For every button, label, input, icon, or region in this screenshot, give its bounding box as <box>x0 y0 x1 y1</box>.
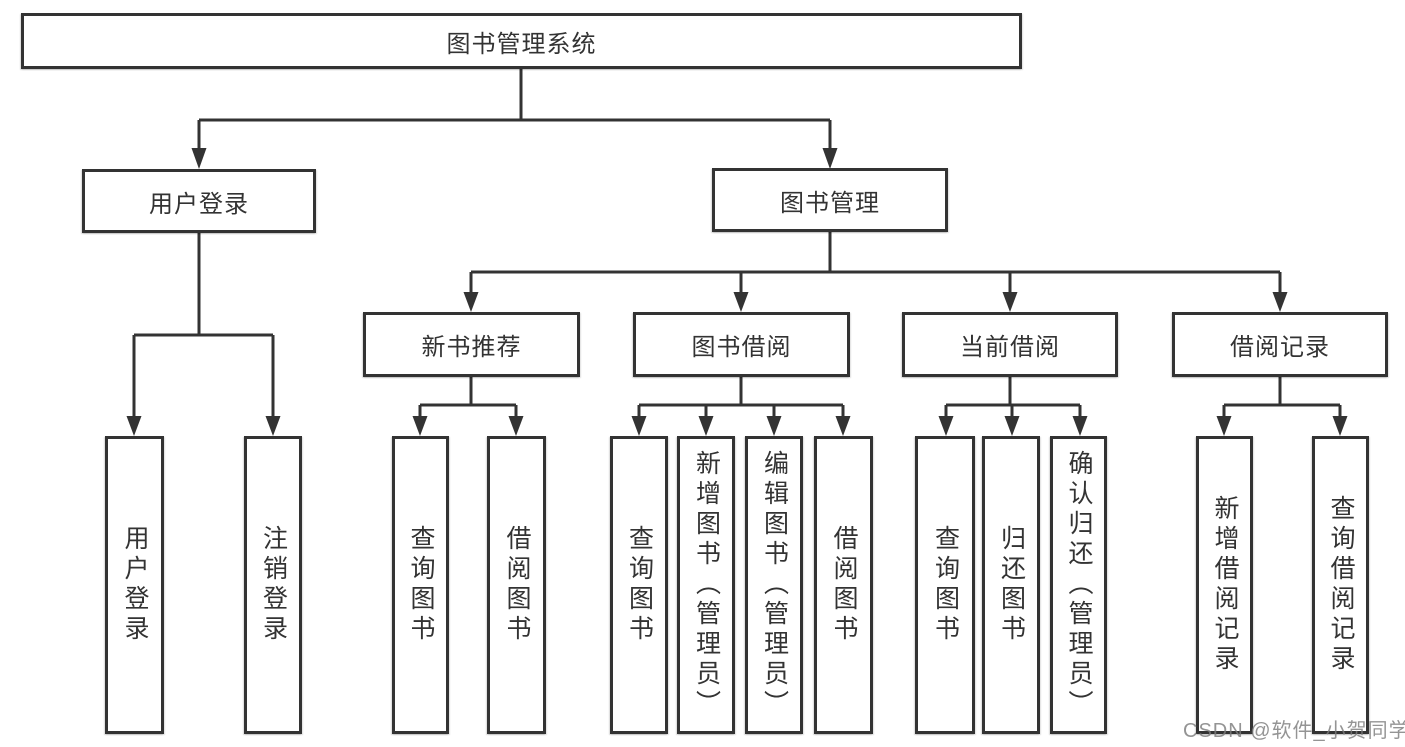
leaf-borrow-books-recommend: 借阅图书 <box>487 436 546 734</box>
tree-edges <box>132 69 1342 416</box>
arrowhead-down-icon <box>698 416 714 436</box>
node-book-management: 图书管理 <box>712 168 948 232</box>
leaf-confirm-return-admin: 确认归还（管理员） <box>1050 436 1107 734</box>
node-new-book-recommend: 新书推荐 <box>363 312 580 377</box>
node-borrow-record: 借阅记录 <box>1172 312 1388 377</box>
leaf-add-books-admin-label: 新增图书（管理员） <box>692 450 721 720</box>
leaf-return-books-label: 归还图书 <box>997 525 1026 645</box>
arrowhead-down-icon <box>766 416 782 436</box>
arrowhead-down-icon <box>265 416 281 436</box>
node-book-borrow: 图书借阅 <box>633 312 850 377</box>
arrowhead-down-icon <box>938 416 954 436</box>
leaf-query-borrow-record: 查询借阅记录 <box>1312 436 1369 734</box>
leaf-query-books-borrow-label: 查询图书 <box>625 525 654 645</box>
leaf-borrow-books-label: 借阅图书 <box>830 525 858 645</box>
leaf-add-books-admin: 新增图书（管理员） <box>677 436 735 734</box>
leaf-logout-label: 注销登录 <box>259 525 288 645</box>
arrowhead-down-icon <box>1332 416 1348 436</box>
leaf-add-borrow-record-label: 新增借阅记录 <box>1211 495 1239 675</box>
leaf-return-books: 归还图书 <box>982 436 1040 734</box>
node-user-login: 用户登录 <box>82 169 316 233</box>
arrowhead-down-icon <box>463 292 479 312</box>
leaf-query-books-current-label: 查询图书 <box>931 525 960 645</box>
leaf-edit-books-admin-label: 编辑图书（管理员） <box>760 450 789 720</box>
leaf-add-borrow-record: 新增借阅记录 <box>1196 436 1253 734</box>
arrowhead-down-icon <box>733 292 749 312</box>
leaf-borrow-books-recommend-label: 借阅图书 <box>503 525 531 645</box>
arrowhead-down-icon <box>1216 416 1232 436</box>
leaf-user-login-label: 用户登录 <box>121 525 149 645</box>
leaf-edit-books-admin: 编辑图书（管理员） <box>745 436 803 734</box>
arrowhead-down-icon <box>191 148 207 169</box>
arrowhead-down-icon <box>1272 292 1288 312</box>
node-current-borrow: 当前借阅 <box>902 312 1118 377</box>
leaf-borrow-books: 借阅图书 <box>814 436 873 734</box>
leaf-user-login: 用户登录 <box>105 436 164 734</box>
arrowhead-down-icon <box>508 416 524 436</box>
arrowheads <box>126 148 1348 436</box>
arrowhead-down-icon <box>1004 416 1020 436</box>
arrowhead-down-icon <box>126 416 142 436</box>
leaf-logout: 注销登录 <box>244 436 302 734</box>
csdn-watermark: CSDN @软件_小贺同学 <box>1183 720 1405 742</box>
arrowhead-down-icon <box>1072 416 1088 436</box>
arrowhead-down-icon <box>822 148 838 169</box>
node-root: 图书管理系统 <box>21 13 1022 69</box>
arrowhead-down-icon <box>631 416 647 436</box>
leaf-confirm-return-admin-label: 确认归还（管理员） <box>1065 450 1093 720</box>
arrowhead-down-icon <box>835 416 851 436</box>
leaf-query-books-borrow: 查询图书 <box>610 436 668 734</box>
arrowhead-down-icon <box>412 416 428 436</box>
leaf-query-books-recommend-label: 查询图书 <box>407 525 435 645</box>
leaf-query-books-current: 查询图书 <box>915 436 975 734</box>
arrowhead-down-icon <box>1002 292 1018 312</box>
leaf-query-borrow-record-label: 查询借阅记录 <box>1327 495 1355 675</box>
leaf-query-books-recommend: 查询图书 <box>392 436 449 734</box>
